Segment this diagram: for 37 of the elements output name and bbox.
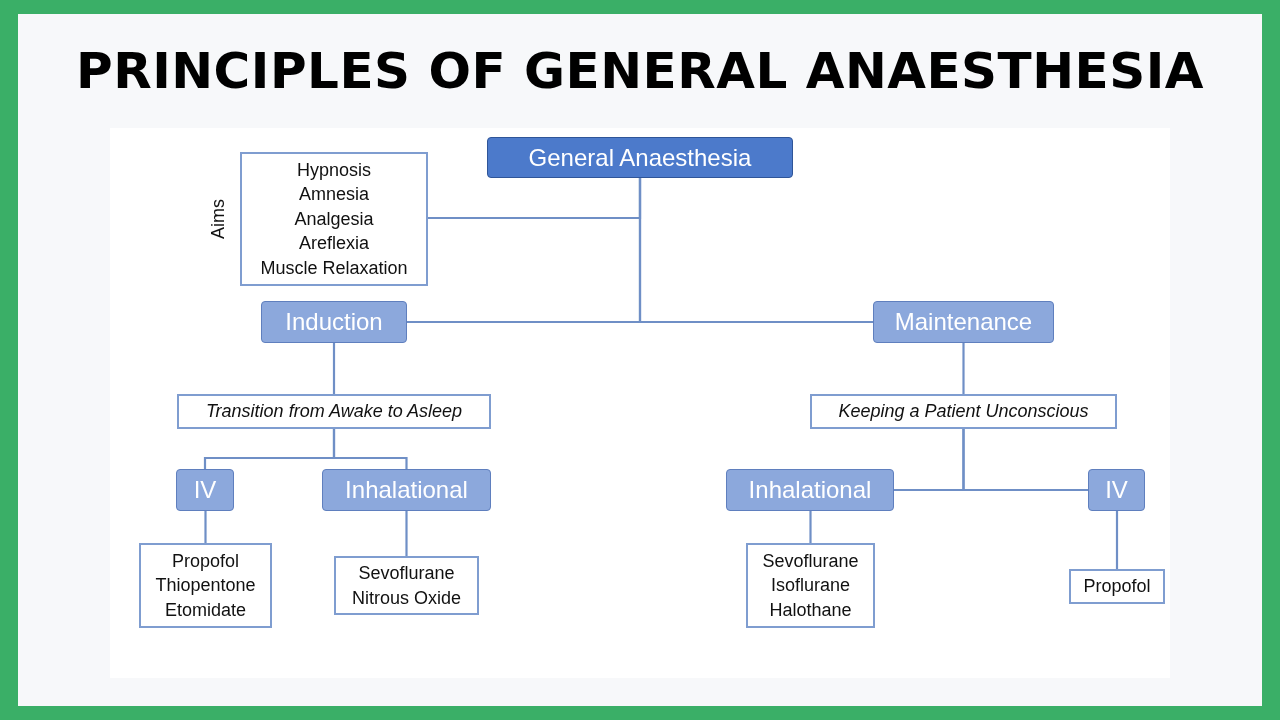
connector-line: [204, 511, 207, 543]
list-item: Thiopentone: [155, 574, 256, 598]
connector-line: [405, 511, 408, 556]
connector-line: [638, 178, 873, 324]
list-item: Amnesia: [299, 183, 369, 207]
connector-line: [332, 429, 408, 469]
list-item: Muscle Relaxation: [260, 256, 408, 280]
list-item: Nitrous Oxide: [351, 586, 461, 610]
list-box: Propofol: [1069, 569, 1165, 604]
category-box: Inhalational: [322, 469, 491, 511]
list-box: [746, 543, 875, 628]
list-item: Sevoflurane: [358, 562, 455, 585]
description-box: Keeping a Patient Unconscious: [810, 394, 1117, 429]
list-item: Analgesia: [294, 207, 374, 231]
category-box: Inhalational: [726, 469, 894, 511]
category-box: Induction: [261, 301, 407, 343]
list-item: Etomidate: [164, 598, 246, 622]
connector-line: [809, 511, 812, 543]
list-box: [334, 556, 479, 615]
list-item: Sevoflurane: [762, 549, 859, 573]
connector-line: [962, 343, 965, 394]
category-box: IV: [1088, 469, 1145, 511]
description-box: Transition from Awake to Asleep: [177, 394, 491, 429]
title-box: General Anaesthesia: [487, 137, 793, 178]
list-item: Hypnosis: [297, 158, 371, 182]
list-box: [139, 543, 272, 628]
category-box: Maintenance: [873, 301, 1054, 343]
list-item: Areflexia: [299, 232, 369, 256]
list-item: Propofol: [171, 549, 239, 573]
title: PRINCIPLES OF GENERAL ANAESTHESIA: [75, 42, 1205, 100]
category-box: IV: [176, 469, 234, 511]
connector-line: [332, 343, 336, 394]
connector-line: [1115, 511, 1119, 569]
side-heading: Aims: [206, 199, 229, 239]
list-item: Isoflurane: [770, 574, 851, 598]
connector-line: [962, 429, 1088, 492]
list-item: Halothane: [769, 598, 852, 622]
